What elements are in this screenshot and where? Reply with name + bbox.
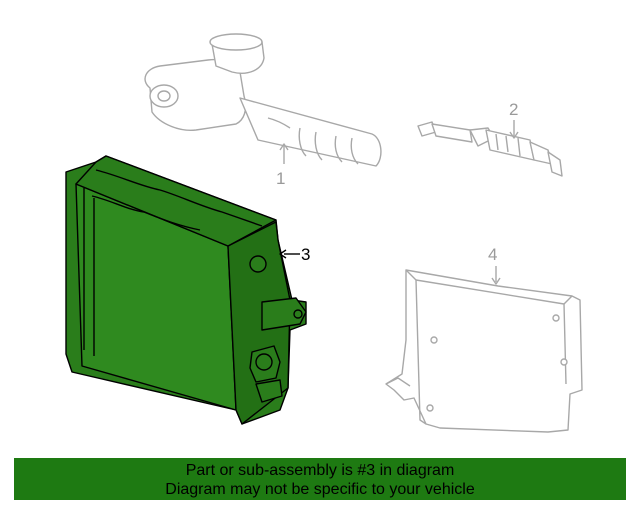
banner-line-part-number: Part or sub-assembly is #3 in diagram [185, 462, 455, 479]
callout-label-2: 2 [509, 100, 519, 119]
callout-label-1: 1 [276, 169, 286, 188]
bracket-part [385, 266, 583, 433]
callout-label-4: 4 [488, 245, 498, 264]
ignition-coil-part [144, 33, 382, 167]
banner-line-disclaimer: Diagram may not be specific to your vehi… [165, 481, 475, 498]
spark-plug-part [417, 120, 563, 177]
info-banner: Part or sub-assembly is #3 in diagram Di… [14, 458, 626, 500]
parts-diagram [65, 33, 583, 433]
control-module-part [65, 155, 307, 425]
callout-label-3: 3 [301, 245, 311, 264]
